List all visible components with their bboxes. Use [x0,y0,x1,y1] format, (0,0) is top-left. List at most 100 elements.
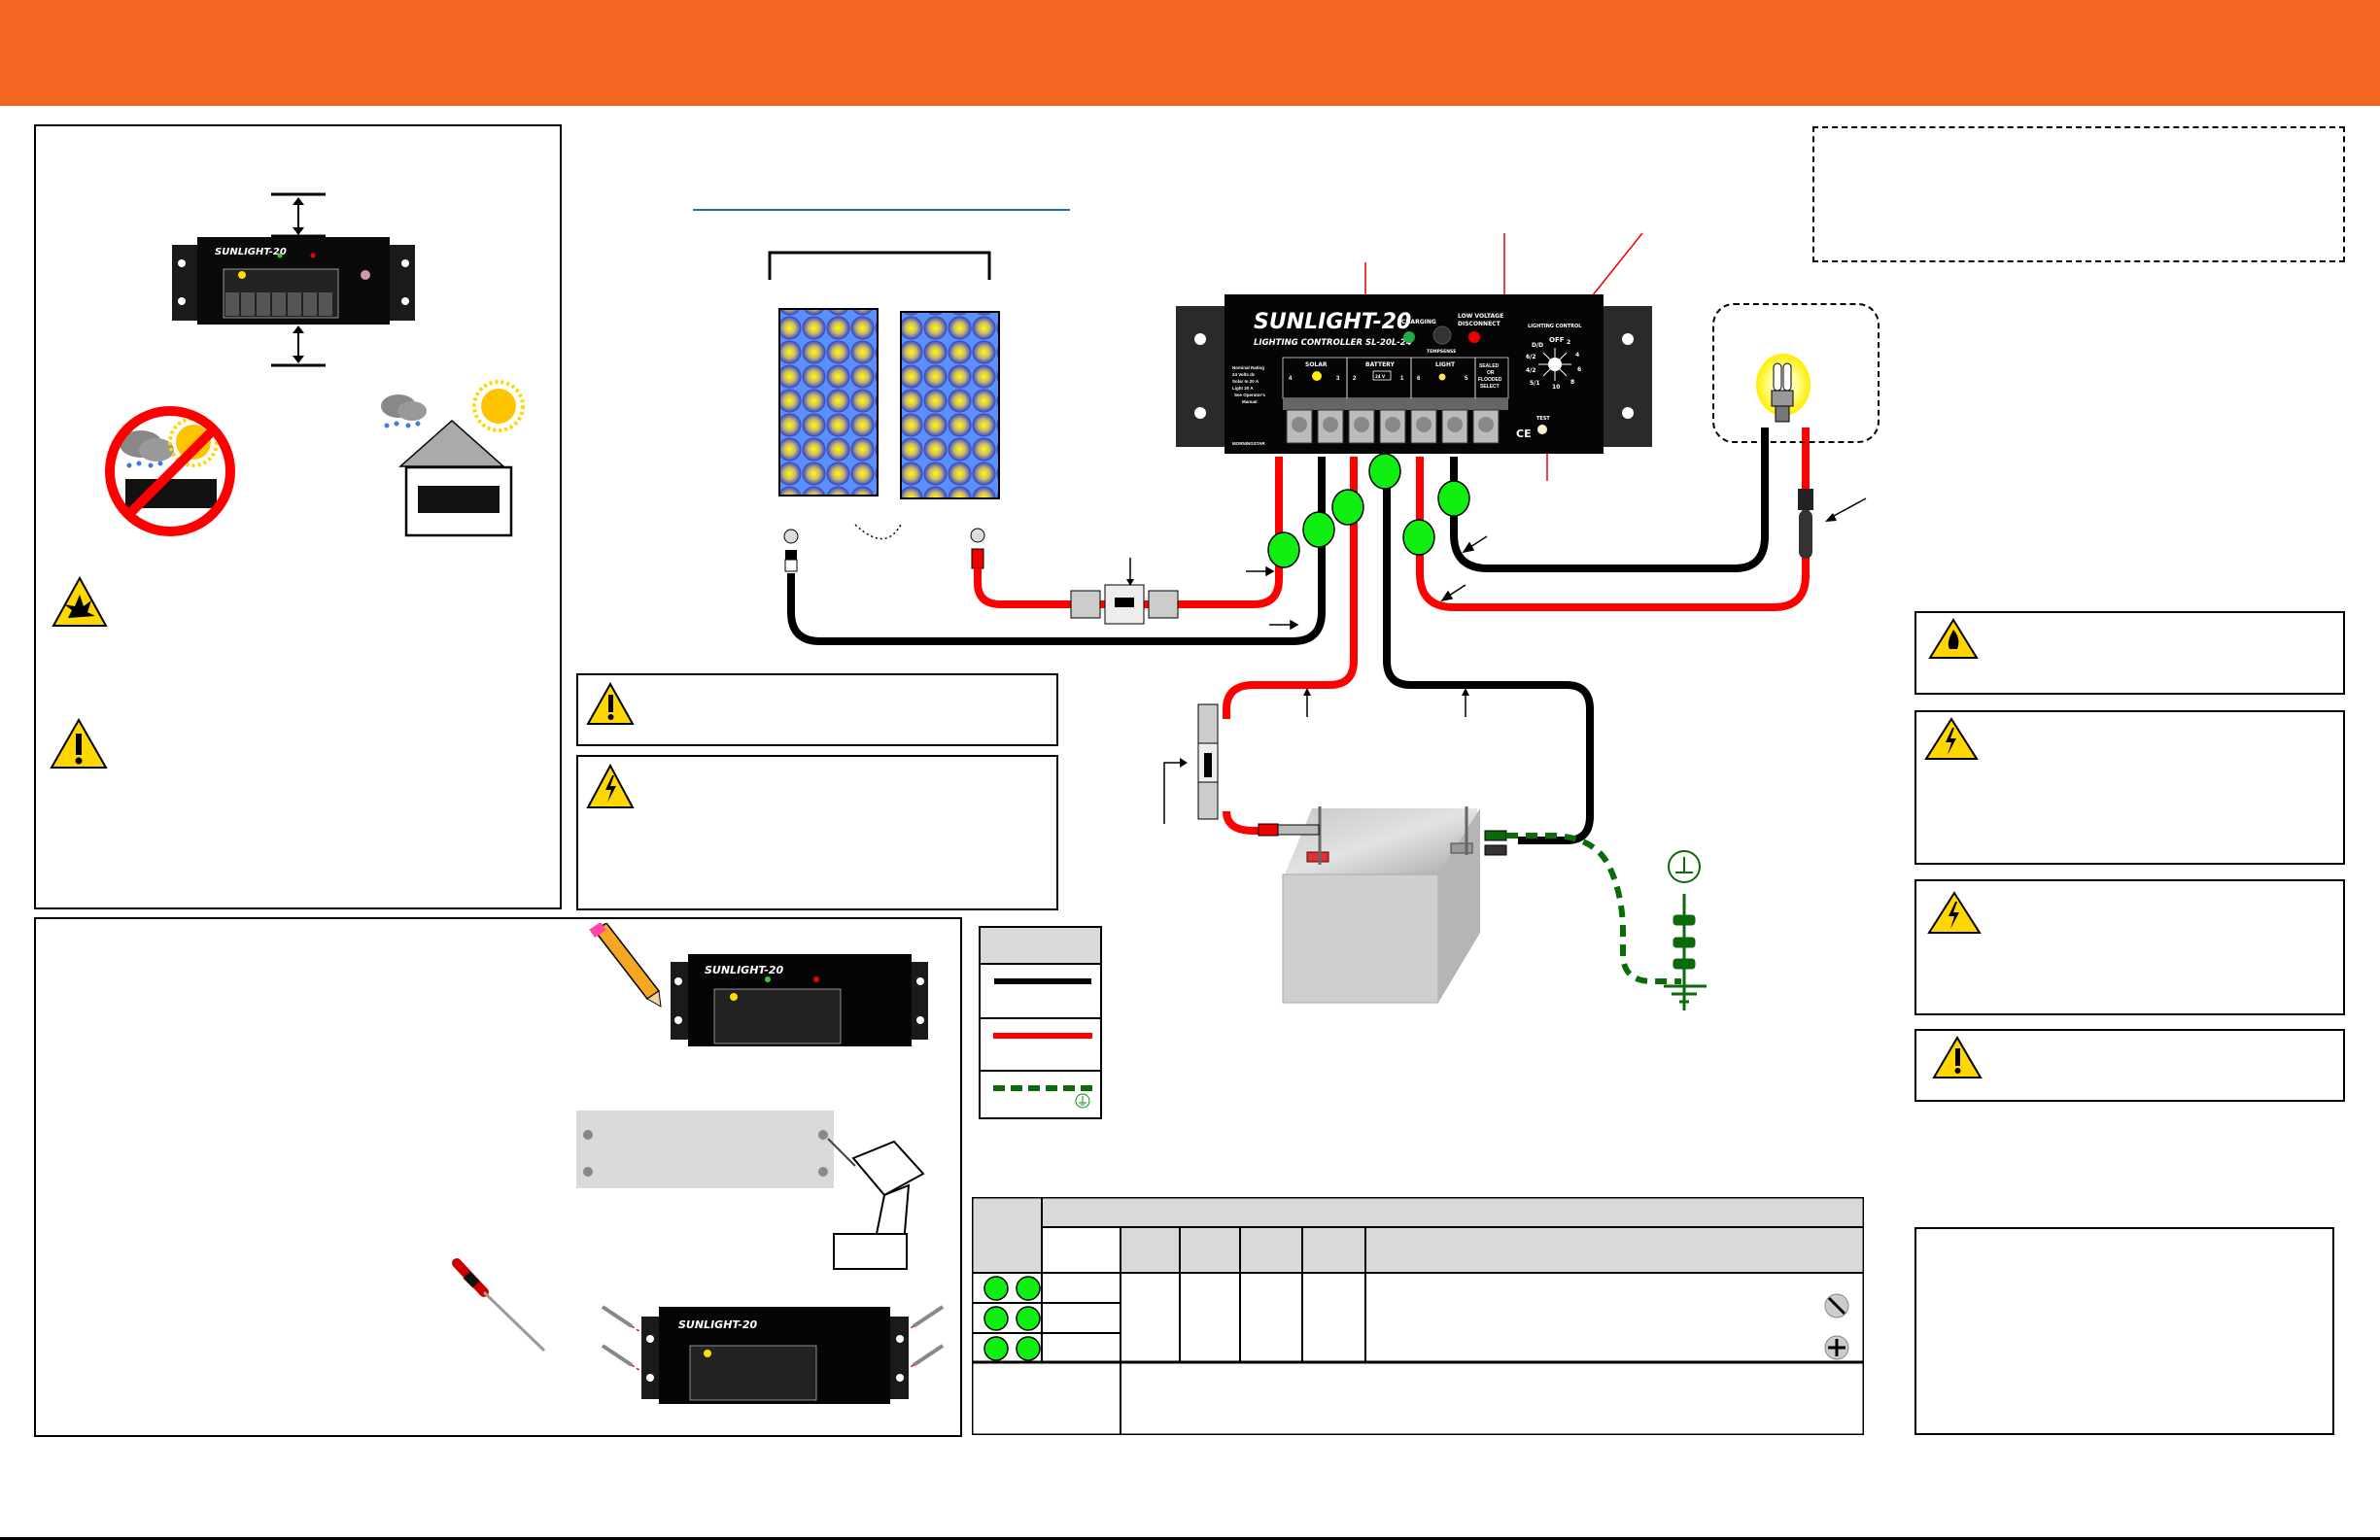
header-bar [0,0,2380,106]
mounting-hole [1194,333,1206,345]
manual-link-underline[interactable] [693,209,1070,211]
svg-text:4: 4 [1575,352,1579,359]
load-fuse-holder [1798,489,1813,559]
controller-brand: SUNLIGHT-20 [1254,310,1411,334]
screwdriver-icon [452,1258,546,1352]
lvd-led [1468,331,1480,343]
drill-icon [827,1138,925,1270]
ring-terminal [783,529,799,572]
caution-box [576,673,1058,746]
mounting-template [576,1111,834,1188]
outdoor-prohibited-diagram [105,406,235,536]
svg-text:4/2: 4/2 [1526,367,1536,374]
svg-text:SUNLIGHT-20: SUNLIGHT-20 [705,964,784,976]
legend-header [981,928,1100,965]
shock-hazard-box [576,755,1058,910]
svg-text:See Operator's: See Operator's [1234,393,1265,397]
lightbulb-icon [1756,354,1811,423]
charging-led [1403,331,1415,343]
svg-text:LIGHT: LIGHT [1435,361,1456,368]
wire-legend [979,926,1102,1119]
bottom-rule [0,1537,2380,1540]
svg-text:Solar In 20 A: Solar In 20 A [1232,379,1259,384]
svg-text:6/2: 6/2 [1526,354,1536,360]
legend-row-ground-wire [981,1072,1100,1118]
legend-row-black-wire [981,965,1100,1019]
svg-text:Nominal Rating: Nominal Rating [1232,365,1264,370]
solar-negative-wire [787,457,1326,645]
controller-thumbnail: SUNLIGHT-20 [172,237,415,325]
svg-text:10: 10 [1552,384,1560,391]
solar-panel [778,308,879,496]
svg-text:5: 5 [1465,376,1468,382]
battery-fuse-breaker [1197,703,1219,820]
phillips-screw-icon [1824,1335,1849,1360]
solar-array-bracket [768,251,991,280]
electric-shock-warning-icon [1924,717,1979,760]
wire-marker-pairs [983,1276,1041,1361]
svg-text:2: 2 [1567,339,1570,346]
svg-text:LOW VOLTAGE: LOW VOLTAGE [1458,313,1503,320]
ring-terminal [970,528,985,569]
screw-icon [601,1305,945,1367]
shock-hazard-box [1914,710,2345,865]
svg-text:8: 8 [1570,379,1574,386]
svg-text:MORNINGSTAR: MORNINGSTAR [1232,441,1265,446]
controller-model: LIGHTING CONTROLLER SL-20L-24 [1254,338,1412,348]
slotted-screw-icon [1824,1293,1849,1318]
ground-rod-icon [1664,850,1707,1010]
sun-icon [168,417,219,467]
wire-gauge-markers [1267,453,1470,568]
shock-hazard-box-2 [1914,879,2345,1015]
controller-brand: SUNLIGHT-20 [215,247,287,257]
prohibited-icon [105,406,235,536]
svg-text:24 V: 24 V [1375,374,1386,379]
screw-mount-step: SUNLIGHT-20 [452,1258,945,1404]
fire-hazard-box [1914,611,2345,695]
test-button[interactable] [1537,425,1547,434]
explosion-warning-icon [52,575,108,627]
caution-warning-icon [1932,1036,1983,1078]
svg-text:LIGHTING CONTROL: LIGHTING CONTROL [1528,324,1582,329]
rain-cloud-icon [381,394,427,428]
svg-text:2: 2 [1353,376,1357,382]
svg-text:6: 6 [1577,366,1581,373]
svg-text:Manual: Manual [1242,399,1258,404]
series-connection-arc [854,522,903,540]
svg-text:OFF: OFF [1549,336,1565,344]
svg-text:CE: CE [1516,428,1532,440]
svg-text:D/D: D/D [1532,342,1543,349]
wire-size-table [970,1195,1866,1437]
svg-text:OR: OR [1487,370,1495,376]
svg-text:6: 6 [1417,376,1421,382]
caution-warning-icon [586,682,635,725]
svg-text:5/1: 5/1 [1530,380,1540,387]
legend-row-red-wire [981,1019,1100,1072]
electric-shock-warning-icon [586,764,635,808]
rain-cloud-icon [120,430,174,468]
svg-text:1: 1 [1400,376,1404,382]
sun-icon [472,380,525,432]
info-box [1914,1227,2334,1435]
svg-text:Light 20 A: Light 20 A [1232,386,1254,391]
svg-text:DISCONNECT: DISCONNECT [1458,321,1501,327]
load-lamp-box [1712,303,1880,443]
svg-text:3: 3 [1336,376,1340,382]
solar-fuse-breaker [1070,584,1179,625]
svg-text:FLOODED: FLOODED [1478,377,1502,383]
fire-warning-icon [1928,618,1979,659]
wiring-diagram [778,232,1867,1010]
tempsense [1432,325,1452,345]
electric-shock-warning-icon [1927,891,1982,934]
load-negative-wire [1450,428,1769,572]
lighting-control-dial[interactable]: OFF 2 4 6 8 10 5/1 4/2 6/2 D/D [1526,336,1581,391]
battery-negative-wire [1383,457,1594,844]
svg-text:BATTERY: BATTERY [1365,361,1395,368]
load-positive-wire [1416,428,1810,611]
bulb-icon [1438,373,1446,381]
caution-box-right [1914,1029,2345,1102]
terminal-block [1286,409,1500,444]
svg-text:TEST: TEST [1536,416,1550,422]
caution-warning-icon [50,717,108,769]
clearance-diagram: SUNLIGHT-20 [172,192,415,367]
